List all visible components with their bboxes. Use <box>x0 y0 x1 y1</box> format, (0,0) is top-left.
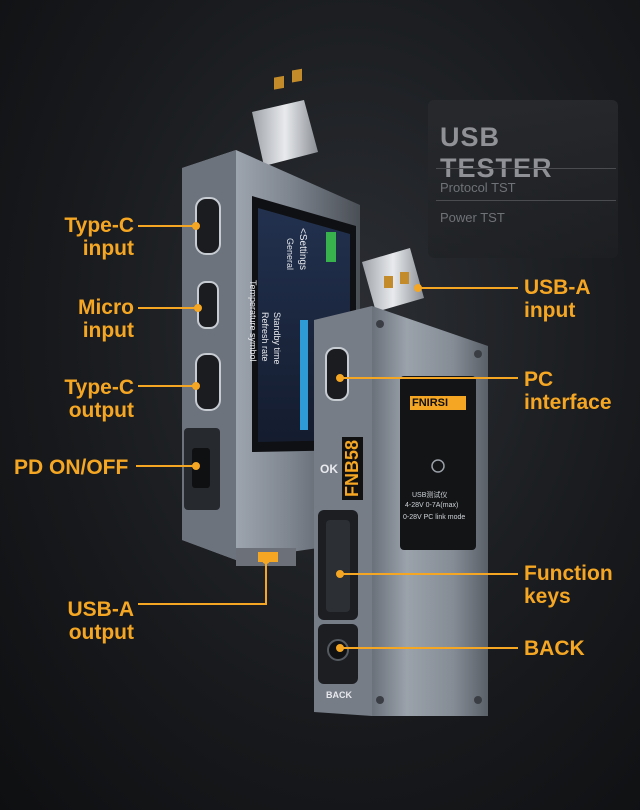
callout-text: BACK <box>524 637 585 660</box>
callout-dot <box>194 304 202 312</box>
callout-text: USB-A <box>67 598 135 621</box>
callout-back: BACK <box>524 637 585 660</box>
product-name: USB测试仪 <box>412 492 448 499</box>
callout-text: USB-A <box>524 276 591 299</box>
usb-tester-panel <box>428 100 618 258</box>
callout-pc-interface: PC interface <box>524 368 612 414</box>
callout-type-c-input: Type-C input <box>40 214 134 260</box>
micro-usb-port <box>197 281 219 329</box>
menu-item-temperature: Temperature symbol <box>248 280 258 362</box>
tester-line-power: Power TST <box>440 210 505 225</box>
menu-item-refresh: Refresh rate <box>260 312 270 362</box>
callout-type-c-output: Type-C output <box>40 376 134 422</box>
callout-dot <box>192 222 200 230</box>
bluetooth-icon <box>431 459 445 473</box>
callout-text: interface <box>524 391 612 414</box>
screen-menu-header: <Settings <box>297 228 308 270</box>
usb-a-plug-top <box>252 100 318 166</box>
callout-text: Micro <box>77 296 134 319</box>
callout-dot <box>336 374 344 382</box>
callout-text: output <box>68 399 134 422</box>
right-device <box>314 248 488 716</box>
type-c-output-port <box>195 353 221 411</box>
callout-text: PC <box>524 368 554 391</box>
model-label: FNB58 <box>342 436 363 500</box>
callout-text: keys <box>524 585 571 608</box>
brand-badge <box>410 396 466 410</box>
callout-dot <box>262 556 270 564</box>
callout-text: input <box>82 237 134 260</box>
tester-line-protocol: Protocol TST <box>440 180 516 195</box>
callout-text: Function <box>524 562 613 585</box>
callout-dot <box>192 462 200 470</box>
callout-dot <box>414 284 422 292</box>
back-label-on-device: BACK <box>326 690 352 700</box>
product-label <box>400 376 476 550</box>
plug-contact <box>292 68 302 83</box>
tester-divider <box>436 200 616 201</box>
pd-switch <box>192 448 210 488</box>
callout-micro-input: Micro input <box>40 296 134 342</box>
tab-general: General <box>285 238 295 271</box>
callout-text: Type-C <box>64 214 134 237</box>
callout-usb-a-output: USB-A output <box>40 598 135 644</box>
callout-usb-a-input: USB-A input <box>524 276 591 322</box>
callout-dot <box>192 382 200 390</box>
callout-lines <box>136 222 518 652</box>
plug-contact <box>400 272 409 284</box>
callout-text: Type-C <box>64 376 134 399</box>
screw <box>474 696 482 704</box>
callout-text: input <box>524 299 576 322</box>
callout-pd-on-off: PD ON/OFF <box>14 456 128 479</box>
callout-text: input <box>82 319 134 342</box>
screen-tabs: General <box>284 238 296 270</box>
menu-item-standby: Standby time <box>272 312 282 365</box>
callout-dot <box>336 570 344 578</box>
plug-contact <box>384 276 393 288</box>
brand-name: FNIRSI <box>412 397 449 409</box>
ok-label: OK <box>320 462 338 476</box>
pc-interface-port <box>325 347 349 401</box>
callout-text: PD ON/OFF <box>14 456 129 479</box>
function-key-rocker <box>326 520 350 612</box>
spec-line-2: 0-28V PC link mode <box>403 514 466 521</box>
callout-function-keys: Function keys <box>524 562 613 608</box>
tester-divider <box>436 168 616 169</box>
screw <box>376 320 384 328</box>
screw <box>474 350 482 358</box>
callout-line-usb-a-output <box>138 560 267 605</box>
plug-contact <box>274 75 284 90</box>
callout-dot <box>336 644 344 652</box>
general-tab-highlight <box>326 232 336 262</box>
spec-line-1: 4-28V 0-7A(max) <box>405 502 459 509</box>
callout-text: output <box>68 621 134 644</box>
screw <box>376 696 384 704</box>
screen-scrollbar <box>300 320 308 430</box>
